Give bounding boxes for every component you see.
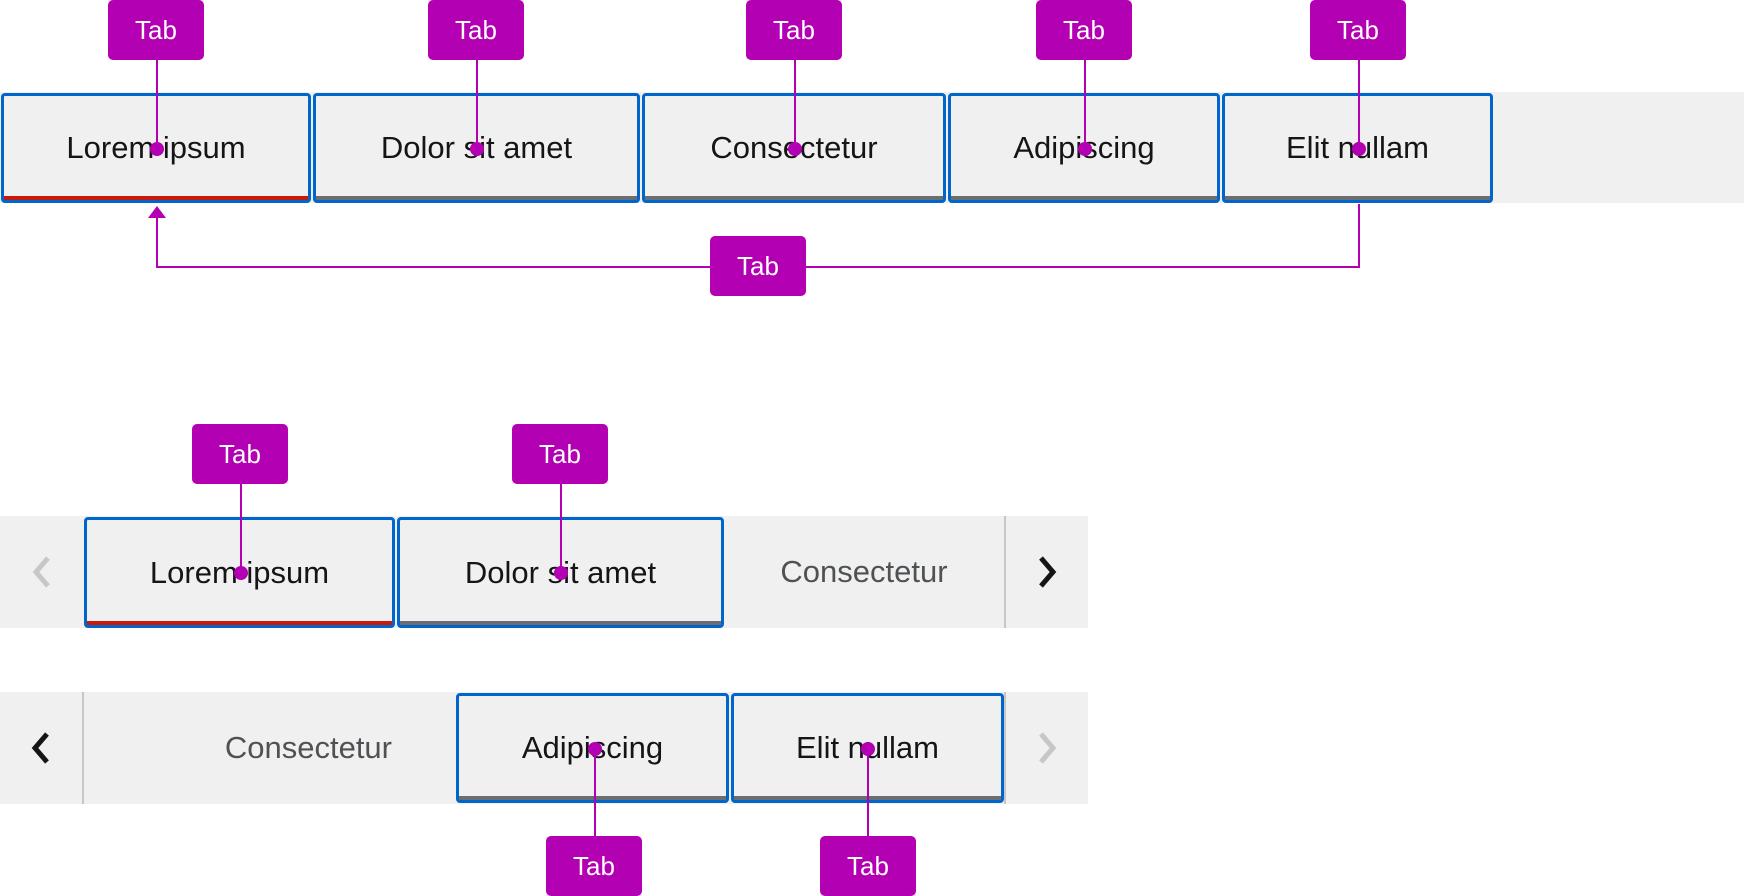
tab-label: Consectetur <box>224 730 392 765</box>
scroll-left-button[interactable] <box>0 692 82 804</box>
tab-lorem-ipsum[interactable]: Lorem ipsum <box>1 93 311 203</box>
tab-label: Consectetur <box>710 130 878 165</box>
tab-elit-nullam[interactable]: Elit nullam <box>731 693 1004 803</box>
tab-label: Elit nullam <box>796 730 939 765</box>
annotation-text: Tab <box>573 850 615 881</box>
tab-key-annotation: Tab <box>546 836 642 896</box>
tab-dolor-sit-amet[interactable]: Dolor sit amet <box>397 517 724 628</box>
tab-key-annotation: Tab <box>428 0 524 60</box>
chevron-left-icon <box>32 556 50 588</box>
tab-consectetur[interactable]: Consectetur <box>642 93 946 203</box>
annotation-text: Tab <box>1337 14 1379 45</box>
annotation-text: Tab <box>737 250 779 281</box>
tab-dolor-sit-amet[interactable]: Dolor sit amet <box>313 93 640 203</box>
annotation-text: Tab <box>773 14 815 45</box>
annotation-text: Tab <box>455 14 497 45</box>
tab-consectetur[interactable]: Consectetur <box>84 692 456 804</box>
tab-label: Lorem ipsum <box>149 554 330 590</box>
annotation-text: Tab <box>539 438 581 469</box>
tab-label: Elit nullam <box>1286 130 1429 165</box>
tab-key-annotation: Tab <box>746 0 842 60</box>
tab-key-annotation: Tab <box>108 0 204 60</box>
tab-key-annotation: Tab <box>192 424 288 484</box>
tab-key-annotation: Tab <box>1310 0 1406 60</box>
tab-elit-nullam[interactable]: Elit nullam <box>1222 93 1493 203</box>
tab-label: Adipiscing <box>1013 130 1155 165</box>
scroll-divider <box>1004 692 1006 804</box>
tab-label: Dolor sit amet <box>464 554 657 590</box>
tab-label: Adipiscing <box>521 730 664 765</box>
annotation-text: Tab <box>847 850 889 881</box>
tab-key-annotation: Tab <box>820 836 916 896</box>
tab-key-annotation: Tab <box>710 236 806 296</box>
tab-adipiscing[interactable]: Adipiscing <box>456 693 729 803</box>
tab-adipiscing[interactable]: Adipiscing <box>948 93 1220 203</box>
tab-label: Dolor sit amet <box>380 130 573 165</box>
chevron-right-icon <box>1039 556 1057 588</box>
tab-consectetur[interactable]: Consectetur <box>724 516 1004 628</box>
tab-key-annotation: Tab <box>1036 0 1132 60</box>
scroll-divider <box>82 692 84 804</box>
scroll-divider <box>1004 516 1006 628</box>
chevron-left-icon <box>31 732 49 764</box>
tab-lorem-ipsum[interactable]: Lorem ipsum <box>84 517 395 628</box>
scroll-left-button[interactable] <box>0 516 84 628</box>
scroll-right-button[interactable] <box>1006 516 1088 628</box>
annotation-text: Tab <box>1063 14 1105 45</box>
annotation-text: Tab <box>219 438 261 469</box>
annotation-text: Tab <box>135 14 177 45</box>
chevron-right-icon <box>1039 732 1057 764</box>
tab-key-annotation: Tab <box>512 424 608 484</box>
tab-label: Consectetur <box>780 554 948 589</box>
tab-label: Lorem ipsum <box>66 130 246 165</box>
scroll-right-button[interactable] <box>1006 692 1088 804</box>
